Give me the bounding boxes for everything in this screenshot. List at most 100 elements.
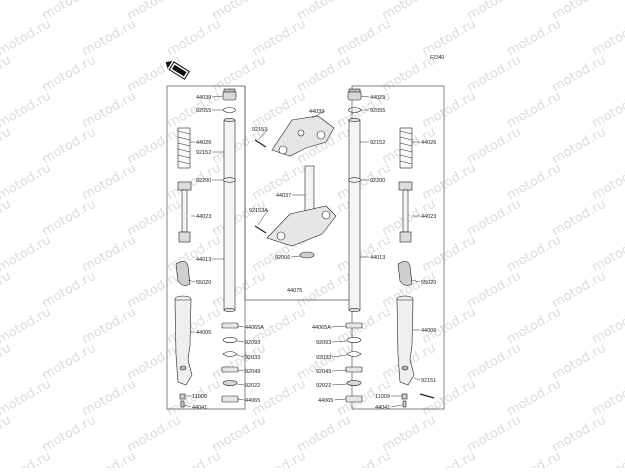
spring-left — [178, 128, 190, 168]
watermark-text: motod.ru — [250, 17, 309, 60]
part-label-44039: 44039 — [309, 109, 324, 115]
watermark-text: motod.ru — [420, 233, 479, 276]
watermark-text: motod.ru — [0, 89, 54, 132]
outer-tube-right — [397, 296, 414, 385]
watermark-text: motod.ru — [465, 125, 524, 168]
watermark-text: motod.ru — [0, 269, 14, 312]
watermark-text: motod.ru — [210, 341, 269, 384]
part-label-44006: 44006 — [421, 328, 436, 334]
watermark-text: motod.ru — [80, 305, 139, 348]
part-label-92049: 92049 — [316, 369, 331, 375]
leader-line — [238, 326, 244, 327]
part-label-44026: 44026 — [196, 140, 211, 146]
inner-tube-right — [349, 118, 360, 311]
watermark-text: motod.ru — [590, 233, 625, 276]
watermark-text: motod.ru — [125, 341, 184, 384]
part-label-55020: 55020 — [421, 280, 436, 286]
part-label-92151: 92151 — [421, 378, 436, 384]
part-label-44065a: 44065A — [312, 325, 331, 331]
watermark-text: motod.ru — [40, 53, 99, 96]
part-label-44023: 44023 — [421, 214, 436, 220]
watermark-text: motod.ru — [590, 305, 625, 348]
washer-left — [224, 178, 236, 183]
watermark-text: motod.ru — [590, 17, 625, 60]
watermark-text: motod.ru — [295, 341, 354, 384]
part-label-92022: 92022 — [316, 383, 331, 389]
watermark-text: motod.ru — [550, 413, 609, 456]
watermark-text: motod.ru — [465, 341, 524, 384]
part-label-44026: 44026 — [421, 140, 436, 146]
watermark-text: motod.ru — [465, 413, 524, 456]
leader-line — [332, 384, 347, 385]
outer-tube-left — [175, 296, 192, 385]
watermark-text: motod.ru — [0, 197, 14, 240]
watermark-text: motod.ru — [0, 341, 14, 384]
watermark-text: motod.ru — [0, 53, 14, 96]
part-label-92152: 92152 — [196, 150, 211, 156]
watermark-text: motod.ru — [165, 449, 224, 468]
watermark-text: motod.ru — [165, 17, 224, 60]
part-label-92055: 92055 — [370, 108, 385, 114]
watermark-text: motod.ru — [550, 269, 609, 312]
watermark-text: motod.ru — [125, 53, 184, 96]
part-label-44023: 44023 — [196, 214, 211, 220]
part-label-92093: 92093 — [316, 340, 331, 346]
watermark-text: motod.ru — [550, 125, 609, 168]
watermark-text: motod.ru — [420, 161, 479, 204]
part-label-92022: 92022 — [245, 383, 260, 389]
part-label-92153: 92153 — [252, 127, 267, 133]
spring-right — [400, 128, 412, 168]
part-label-92152: 92152 — [370, 140, 385, 146]
washer-right — [349, 178, 361, 183]
watermark-text: motod.ru — [125, 197, 184, 240]
watermark-text: motod.ru — [465, 269, 524, 312]
watermark-text: motod.ru — [210, 269, 269, 312]
watermark-text: motod.ru — [550, 341, 609, 384]
watermark-text: motod.ru — [465, 0, 524, 23]
part-label-92055: 92055 — [196, 108, 211, 114]
watermark-text: motod.ru — [125, 413, 184, 456]
part-label-44075: 44075 — [287, 288, 302, 294]
watermark-text: motod.ru — [0, 161, 54, 204]
watermark-text: motod.ru — [505, 377, 564, 420]
watermark-text: motod.ru — [505, 17, 564, 60]
watermark-text: motod.ru — [80, 89, 139, 132]
watermark-text: motod.ru — [380, 0, 439, 23]
watermark-text: motod.ru — [505, 305, 564, 348]
part-label-92033: 92033 — [245, 355, 260, 361]
part-label-44005: 44005 — [196, 330, 211, 336]
watermark-text: motod.ru — [465, 197, 524, 240]
part-label-44037: 44037 — [276, 193, 291, 199]
part-label-44041: 44041 — [375, 405, 390, 411]
watermark-text: motod.ru — [465, 53, 524, 96]
watermark-text: motod.ru — [80, 161, 139, 204]
watermark-text: motod.ru — [125, 125, 184, 168]
watermark-text: motod.ru — [590, 161, 625, 204]
part-label-44065a: 44065A — [245, 325, 264, 331]
watermark-text: motod.ru — [590, 449, 625, 468]
inner-tube-left — [224, 118, 235, 311]
watermark-text: motod.ru — [165, 161, 224, 204]
watermark-text: motod.ru — [590, 89, 625, 132]
watermark-text: motod.ru — [505, 449, 564, 468]
leader-line — [238, 399, 244, 400]
leader-line — [332, 370, 347, 371]
watermark-text: motod.ru — [420, 17, 479, 60]
watermark-text: motod.ru — [505, 89, 564, 132]
watermark-text: motod.ru — [165, 305, 224, 348]
part-label-92049: 92049 — [245, 369, 260, 375]
watermark-text: motod.ru — [210, 53, 269, 96]
part-label-11009: 11009 — [192, 394, 207, 400]
part-label-55020: 55020 — [196, 280, 211, 286]
watermark-text: motod.ru — [40, 0, 99, 23]
watermark-text: motod.ru — [210, 197, 269, 240]
watermark-text: motod.ru — [0, 413, 14, 456]
oil-seal — [300, 252, 314, 258]
watermark-text: motod.ru — [80, 377, 139, 420]
leader-line — [237, 341, 244, 342]
watermark-text: motod.ru — [0, 0, 14, 23]
leader-line — [331, 326, 346, 327]
watermark-text: motod.ru — [505, 161, 564, 204]
